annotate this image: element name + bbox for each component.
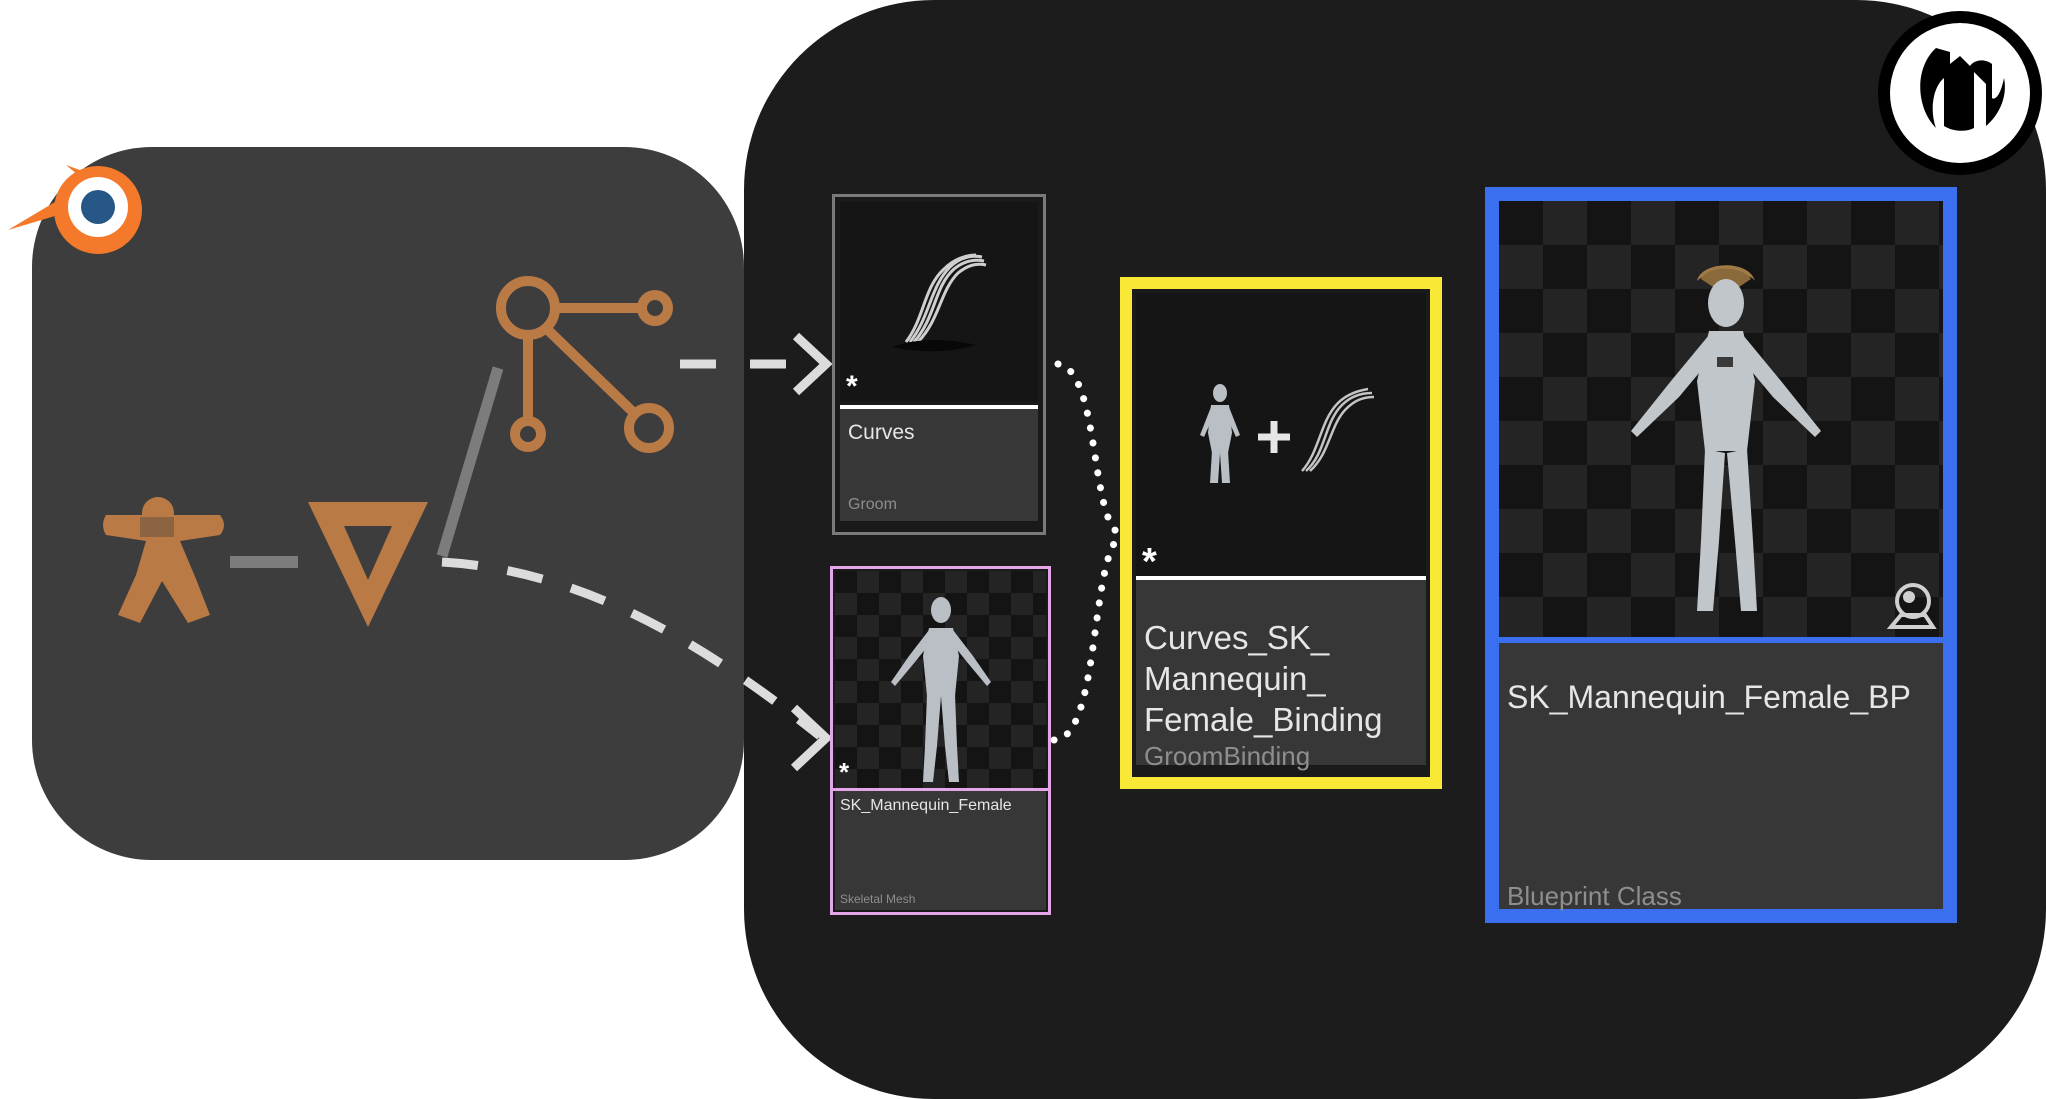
blueprint-asset-card[interactable]: SK_Mannequin_Female_BP Blueprint Class [1485, 187, 1957, 923]
blueprint-sphere-icon [1886, 583, 1937, 629]
asterisk-icon: * [839, 757, 850, 787]
groom-thumbnail: * [840, 202, 1038, 402]
asterisk-icon: * [1142, 541, 1157, 576]
hair-strands-icon [892, 253, 987, 352]
groom-type: Groom [848, 496, 897, 513]
blender-logo [8, 165, 142, 254]
skeletal-mesh-asset-card[interactable]: * SK_Mannequin_Female Skeletal Mesh [830, 566, 1051, 915]
mannequin-with-hair-icon [1631, 265, 1821, 611]
mannequin-icon [891, 597, 991, 782]
blueprint-type: Blueprint Class [1507, 881, 1682, 911]
groom-binding-asset-card[interactable]: * Curves_SK_ Mannequin_ Female_Binding G… [1120, 277, 1442, 789]
blueprint-label-area [1499, 643, 1943, 909]
blueprint-title: SK_Mannequin_Female_BP [1507, 679, 1911, 715]
groom-binding-label-area [1136, 580, 1426, 765]
groom-binding-divider [1136, 576, 1426, 580]
blueprint-divider [1499, 637, 1943, 643]
skeletal-mesh-title: SK_Mannequin_Female [840, 797, 1012, 814]
mesh-vertex-icon [308, 502, 428, 627]
groom-label-area [840, 409, 1038, 521]
unreal-engine-logo [1878, 11, 2042, 175]
groom-asset-card[interactable]: * Curves Groom [832, 194, 1046, 535]
groom-binding-thumbnail: * [1136, 293, 1426, 576]
armature-icon [103, 497, 224, 623]
skeletal-mesh-type: Skeletal Mesh [840, 892, 916, 906]
groom-binding-type: GroomBinding [1144, 741, 1311, 771]
mannequin-plus-hair-icon [1200, 384, 1375, 483]
skeletal-mesh-divider [833, 788, 1048, 791]
groom-title: Curves [848, 421, 915, 444]
blueprint-thumbnail [1499, 201, 1943, 637]
groom-binding-title: Curves_SK_ Mannequin_ Female_Binding [1144, 619, 1383, 738]
curves-node-icon [496, 276, 674, 453]
skeletal-mesh-thumbnail: * [835, 571, 1046, 788]
asterisk-icon: * [846, 370, 858, 402]
groom-divider [840, 405, 1038, 409]
skeletal-mesh-label-area [835, 791, 1046, 910]
